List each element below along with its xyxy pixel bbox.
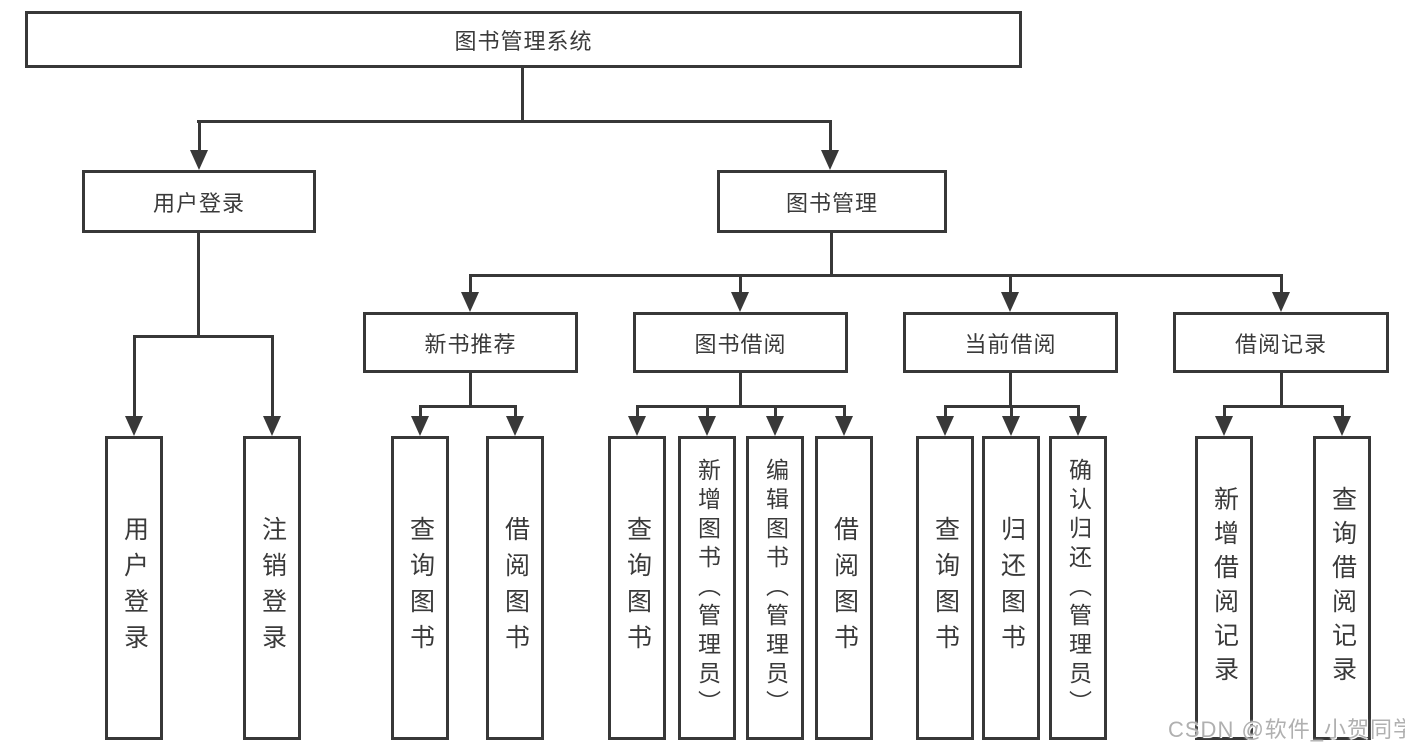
connector-book-mgmt-down <box>830 233 833 277</box>
leaf-confirm-return-admin: 确认归还（管理员） <box>1049 436 1107 740</box>
leaf-add-borrow-record: 新增借阅记录 <box>1195 436 1253 740</box>
connector-userlogin-rail <box>133 335 274 338</box>
node-user-login: 用户登录 <box>82 170 316 233</box>
node-label: 借阅图书 <box>501 516 530 660</box>
node-label: 图书管理 <box>785 190 878 216</box>
arrowhead-currentborrow <box>1001 292 1019 312</box>
leaf-add-book-admin: 新增图书（管理员） <box>678 436 736 740</box>
arrowhead-leaf <box>1002 416 1020 436</box>
leaf-edit-book-admin: 编辑图书（管理员） <box>746 436 804 740</box>
node-label: 用户登录 <box>152 190 245 216</box>
node-label: 确认归还（管理员） <box>1065 457 1092 719</box>
leaf-logout: 注销登录 <box>243 436 301 740</box>
connector-leaf-drop <box>271 335 274 418</box>
arrowhead-newbook <box>461 292 479 312</box>
node-label: 新增图书（管理员） <box>694 457 721 719</box>
arrowhead-leaf <box>1333 416 1351 436</box>
node-book-management: 图书管理 <box>717 170 947 233</box>
connector-root-drop <box>521 68 524 123</box>
connector-leaf-drop <box>944 405 947 419</box>
leaf-query-books-borrow: 查询图书 <box>608 436 666 740</box>
arrowhead-leaf <box>628 416 646 436</box>
connector-leaf-drop <box>636 405 639 419</box>
leaf-query-books-current: 查询图书 <box>916 436 974 740</box>
connector-newbook-drop <box>469 274 472 294</box>
arrowhead-bookborrow <box>731 292 749 312</box>
node-label: 查询借阅记录 <box>1328 486 1357 690</box>
node-label: 查询图书 <box>623 516 652 660</box>
node-label: 注销登录 <box>258 516 287 660</box>
connector-leaf-drop <box>514 405 517 419</box>
arrowhead-leaf <box>263 416 281 436</box>
connector-userlogin-down <box>197 233 200 338</box>
connector-currentborrow-down <box>1009 373 1012 408</box>
connector-level2-rail <box>197 120 832 123</box>
connector-leaf-drop <box>706 405 709 419</box>
leaf-borrow-books: 借阅图书 <box>815 436 873 740</box>
leaf-user-login: 用户登录 <box>105 436 163 740</box>
node-current-borrowing: 当前借阅 <box>903 312 1118 373</box>
connector-leaf-drop <box>1223 405 1226 419</box>
leaf-borrow-books-recommend: 借阅图书 <box>486 436 544 740</box>
node-label: 新书推荐 <box>424 331 517 357</box>
arrowhead-leaf <box>835 416 853 436</box>
arrowhead-leaf <box>766 416 784 436</box>
connector-newbook-down <box>469 373 472 408</box>
connector-leaf-drop <box>419 405 422 419</box>
leaf-query-books-recommend: 查询图书 <box>391 436 449 740</box>
node-label: 查询图书 <box>406 516 435 660</box>
arrowhead-leaf <box>1069 416 1087 436</box>
connector-leaf-drop <box>1010 405 1013 419</box>
node-label: 图书管理系统 <box>454 28 593 54</box>
connector-leaf-drop <box>133 335 136 418</box>
arrowhead-user-login <box>190 150 208 170</box>
node-library-management-system: 图书管理系统 <box>25 11 1022 68</box>
connector-book-mgmt-drop <box>829 120 832 152</box>
arrowhead-book-mgmt <box>821 150 839 170</box>
node-new-book-recommendation: 新书推荐 <box>363 312 578 373</box>
node-label: 借阅图书 <box>830 516 859 660</box>
node-label: 查询图书 <box>931 516 960 660</box>
connector-user-login-drop <box>198 120 201 152</box>
arrowhead-leaf <box>698 416 716 436</box>
node-label: 当前借阅 <box>964 331 1057 357</box>
connector-leaf-drop <box>843 405 846 419</box>
connector-newbook-rail <box>419 405 517 408</box>
connector-bookborrow-rail <box>636 405 846 408</box>
arrowhead-leaf <box>506 416 524 436</box>
connector-borrowrecords-rail <box>1223 405 1344 408</box>
leaf-query-borrow-record: 查询借阅记录 <box>1313 436 1371 740</box>
node-label: 图书借阅 <box>694 331 787 357</box>
node-label: 归还图书 <box>997 516 1026 660</box>
arrowhead-leaf <box>1215 416 1233 436</box>
connector-borrowrecords-down <box>1280 373 1283 408</box>
leaf-return-book: 归还图书 <box>982 436 1040 740</box>
connector-leaf-drop <box>774 405 777 419</box>
node-label: 用户登录 <box>120 516 149 660</box>
connector-currentborrow-drop <box>1009 274 1012 294</box>
connector-bookborrow-down <box>739 373 742 408</box>
connector-bookborrow-drop <box>739 274 742 294</box>
arrowhead-leaf <box>936 416 954 436</box>
arrowhead-leaf <box>411 416 429 436</box>
arrowhead-leaf <box>125 416 143 436</box>
arrowhead-borrowrecords <box>1272 292 1290 312</box>
connector-borrowrecords-drop <box>1280 274 1283 294</box>
node-label: 借阅记录 <box>1234 331 1327 357</box>
node-borrowing-records: 借阅记录 <box>1173 312 1389 373</box>
connector-leaf-drop <box>1341 405 1344 419</box>
connector-level3-rail <box>469 274 1283 277</box>
node-label: 编辑图书（管理员） <box>762 457 789 719</box>
connector-leaf-drop <box>1077 405 1080 419</box>
node-label: 新增借阅记录 <box>1210 486 1239 690</box>
node-book-borrowing: 图书借阅 <box>633 312 848 373</box>
csdn-watermark: CSDN @软件_小贺同学 <box>1168 717 1405 742</box>
